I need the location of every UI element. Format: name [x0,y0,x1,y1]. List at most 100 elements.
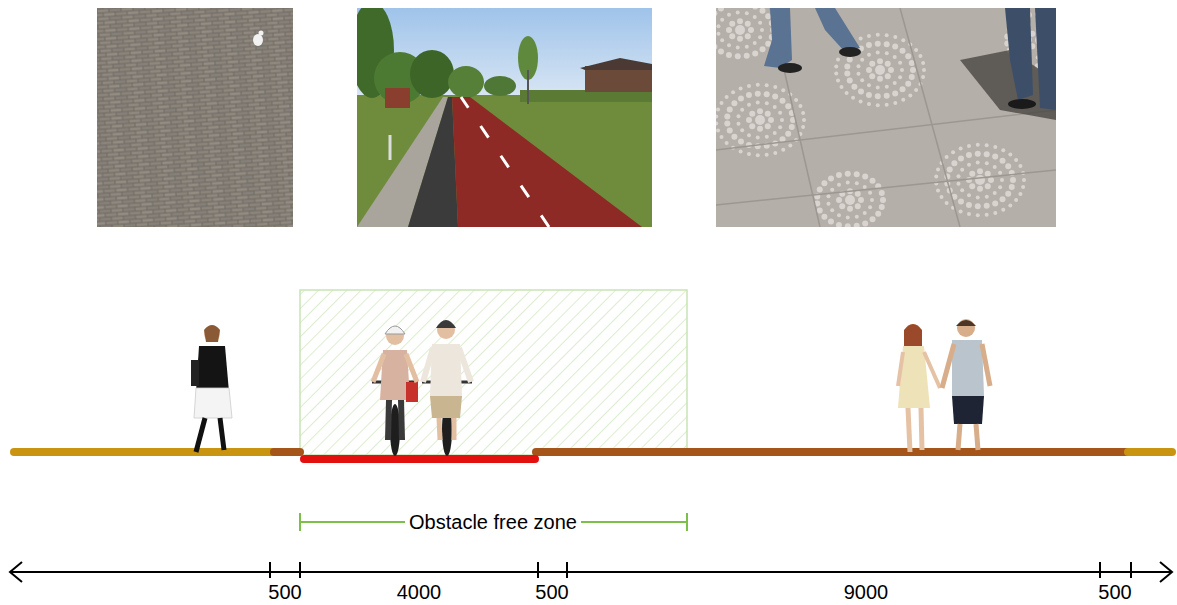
pedestrian-part [194,388,232,418]
pattern-dot [869,73,875,79]
pattern-dot [866,42,872,48]
pattern-dot [747,152,751,156]
pattern-dot [765,13,771,19]
pedestrian-part [220,418,224,450]
pattern-dot [870,198,874,202]
pattern-dot [731,90,735,94]
pattern-dot [788,144,792,148]
pattern-dot [845,195,855,205]
pattern-dot [959,210,963,214]
pattern-dot [859,36,863,40]
cycle-path-photo-part [461,97,549,227]
cycle-path-photo-part [580,58,652,70]
surface-bands [14,452,1172,459]
pattern-dot [855,191,861,197]
pattern-dot [716,114,718,118]
pattern-dot [993,165,997,169]
patterned-paving-photo-part [900,8,960,227]
pattern-dot [876,50,880,54]
pattern-dot [884,93,890,99]
pattern-dot [1022,178,1026,182]
pattern-dot [756,100,760,104]
pattern-dot [984,151,990,157]
pattern-dot [877,76,883,82]
pattern-dot [1005,163,1011,169]
dimension-value: 500 [268,581,301,603]
walking-couple-part [908,408,910,452]
pattern-dot [879,204,885,210]
pattern-dot [756,153,760,157]
pattern-dot [726,8,732,9]
pattern-dot [1001,208,1005,212]
pattern-dot [863,185,867,189]
pattern-dot [830,188,834,192]
cyclists-part [385,326,405,334]
pattern-dot [869,61,875,67]
pattern-dot [988,177,994,183]
pattern-dot [845,223,851,227]
walking-couple-part [982,344,990,386]
cycle-path-photo-part [452,97,642,227]
pattern-dot [885,85,889,89]
pattern-dot [729,21,735,27]
pattern-dot [951,150,955,154]
pattern-dot [731,134,737,140]
dimension-line-part [10,562,22,582]
pattern-dot [780,98,786,104]
pattern-dot [854,171,860,177]
cycle-path-photo [357,8,652,227]
pattern-dot [726,27,732,33]
circle-pattern [716,8,1056,227]
pattern-dot [993,145,997,149]
patterned-paving-photo-part [1008,99,1036,109]
dimension-line-part [537,562,539,578]
pattern-dot [747,84,751,88]
pattern-dot [720,101,724,105]
pattern-dot [868,205,872,209]
pattern-dot [821,214,827,220]
cyclists [372,320,472,456]
cycle-path-photo-part [527,70,529,104]
pattern-dot [985,161,989,165]
pattern-dot [847,206,853,212]
surface-bands-part [14,448,274,456]
pattern-dot [855,181,859,185]
pattern-dot [768,117,774,123]
pattern-dot [716,24,720,28]
pattern-dot [745,33,751,39]
obstacle-free-zone [300,290,687,455]
walking-couple-part [957,319,975,337]
pattern-dot [720,18,724,22]
pattern-dot [893,81,897,85]
pattern-dot [921,61,925,65]
pattern-dot [866,92,872,98]
pattern-dot [716,122,718,126]
pattern-dot [794,98,798,102]
pattern-dot [738,139,744,145]
pattern-dot [967,212,971,216]
pattern-dot [821,180,827,186]
patterned-paving-photo-part [1005,8,1033,100]
brick-paving-photo-part [259,31,264,36]
pattern-dot [892,90,898,96]
pattern-dot [844,63,850,69]
pedestrian-part [204,325,220,342]
pattern-dot [908,94,912,98]
pattern-dot [802,118,806,122]
pattern-dot [765,83,769,87]
pattern-dot [736,114,740,118]
pattern-dot [736,10,740,14]
pattern-dot [716,32,720,36]
dimension-value: 4000 [397,581,442,603]
pattern-dot [1010,177,1016,183]
pattern-dot [893,55,897,59]
pattern-dot [764,91,770,97]
pattern-dot [789,124,795,130]
pattern-dot [817,186,823,192]
pattern-dot [909,74,915,80]
pattern-dot [772,94,778,100]
pattern-dot [867,102,871,106]
pattern-dot [870,216,876,222]
